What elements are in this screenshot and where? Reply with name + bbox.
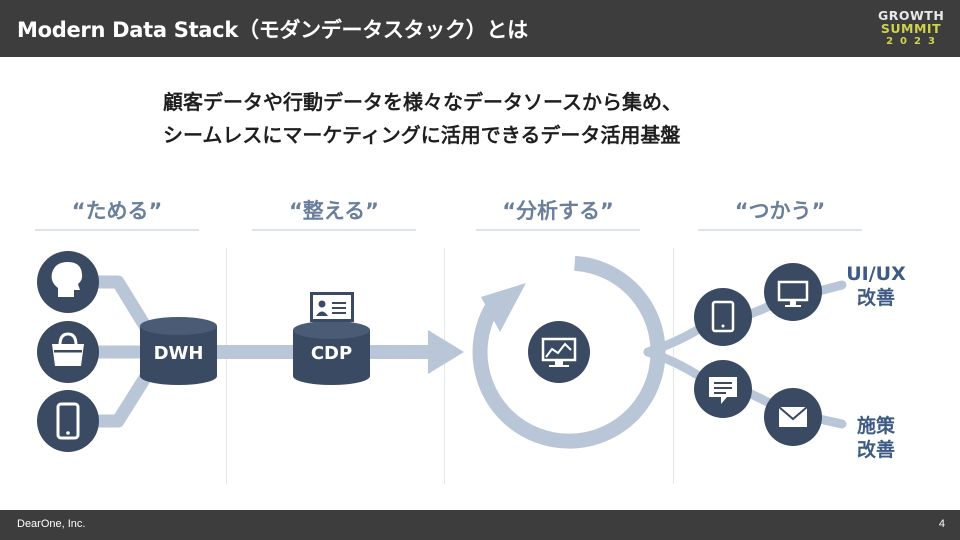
policy-label-line-1: 施策	[856, 415, 895, 437]
cdp-to-analysis-arrow	[369, 330, 464, 374]
subtitle: 顧客データや行動データを様々なデータソースから集め、 シームレスにマーケティング…	[163, 86, 682, 152]
uiux-improvement-label: UI/UX 改善	[834, 262, 918, 310]
policy-label-line-2: 改善	[856, 439, 895, 461]
desktop-monitor-icon	[764, 263, 822, 321]
section-title-store: “ためる”	[71, 199, 163, 223]
subtitle-line-2: シームレスにマーケティングに活用できるデータ活用基盤	[163, 123, 681, 147]
section-title-use: “つかう”	[734, 199, 826, 223]
envelope-icon	[764, 388, 822, 446]
section-divider-2	[444, 248, 445, 484]
section-divider-1	[226, 248, 227, 484]
logo-line-2: SUMMIT	[880, 21, 942, 36]
smartphone-icon	[37, 390, 99, 452]
section-underline-use	[698, 229, 862, 231]
analysis-cycle-arrow	[472, 255, 666, 449]
tablet-icon	[694, 288, 752, 346]
cdp-label: CDP	[310, 343, 353, 364]
dwh-to-cdp-connector	[215, 345, 295, 359]
logo-line-3: 2023	[886, 36, 942, 47]
subtitle-line-1: 顧客データや行動データを様々なデータソースから集め、	[163, 90, 682, 114]
section-underline-analyze	[476, 229, 640, 231]
page-number: 4	[938, 518, 945, 530]
uiux-label-line-1: UI/UX	[846, 263, 906, 285]
company-name: DearOne, Inc.	[17, 518, 86, 530]
section-title-analyze: “分析する”	[502, 199, 614, 223]
policy-improvement-label: 施策 改善	[834, 414, 918, 462]
dwh-database	[140, 317, 217, 385]
growth-summit-logo: GROWTH SUMMIT 2023	[878, 9, 944, 48]
footer-bar: DearOne, Inc. 4	[0, 510, 960, 540]
logo-line-1: GROWTH	[878, 8, 945, 23]
chat-bubble-icon	[694, 360, 752, 418]
section-underline-prepare	[252, 229, 416, 231]
analytics-monitor-icon	[528, 321, 590, 383]
profile-card-icon	[310, 292, 354, 322]
section-title-prepare: “整える”	[289, 199, 379, 223]
section-underline-store	[35, 229, 199, 231]
uiux-label-line-2: 改善	[856, 287, 895, 309]
cdp-database	[293, 321, 370, 385]
header-bar: Modern Data Stack（モダンデータスタック）とは GROWTH S…	[0, 0, 960, 57]
page-title: Modern Data Stack（モダンデータスタック）とは	[17, 18, 528, 42]
dwh-label: DWH	[153, 343, 204, 364]
person-head-icon	[37, 251, 99, 313]
shopping-bag-icon	[37, 321, 99, 383]
